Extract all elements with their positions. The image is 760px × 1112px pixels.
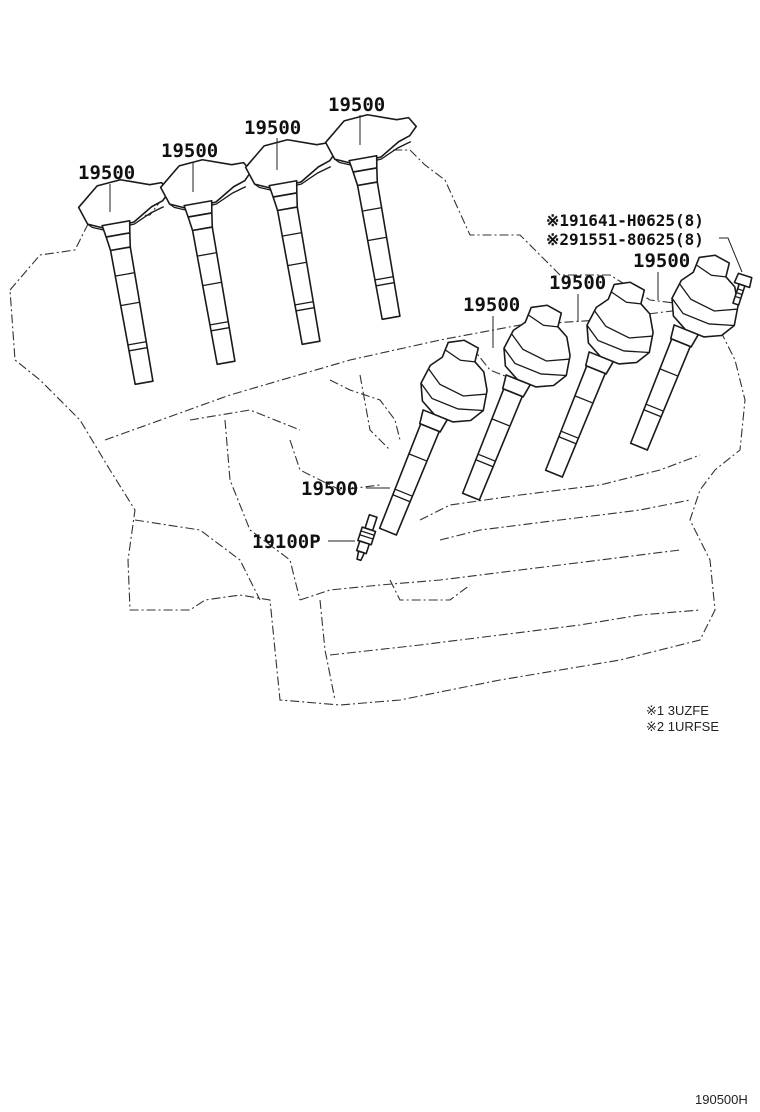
ignition-coil-rear-4 (321, 105, 449, 325)
spark-plug (355, 513, 378, 562)
callout-coil-5: 19500 (633, 250, 690, 272)
callout-bolt-2: ※291551-80625(8) (546, 230, 704, 249)
callout-coil-2: 19500 (161, 140, 218, 162)
bolt (732, 272, 753, 306)
callout-bolt-1: ※191641-H0625(8) (546, 211, 704, 230)
callout-spark-plug: 19100P (252, 531, 321, 553)
callout-coil-8: 19500 (301, 478, 358, 500)
callout-coil-6: 19500 (549, 272, 606, 294)
note-engine-2: ※2 1URFSE (646, 719, 719, 734)
callout-coil-3: 19500 (244, 117, 301, 139)
note-engine-1: ※1 3UZFE (646, 703, 709, 718)
callout-coil-1: 19500 (78, 162, 135, 184)
leader-lines (109, 115, 743, 542)
callout-coil-7: 19500 (463, 294, 520, 316)
figure-id: 190500H (695, 1092, 748, 1107)
callout-coil-4: 19500 (328, 94, 385, 116)
